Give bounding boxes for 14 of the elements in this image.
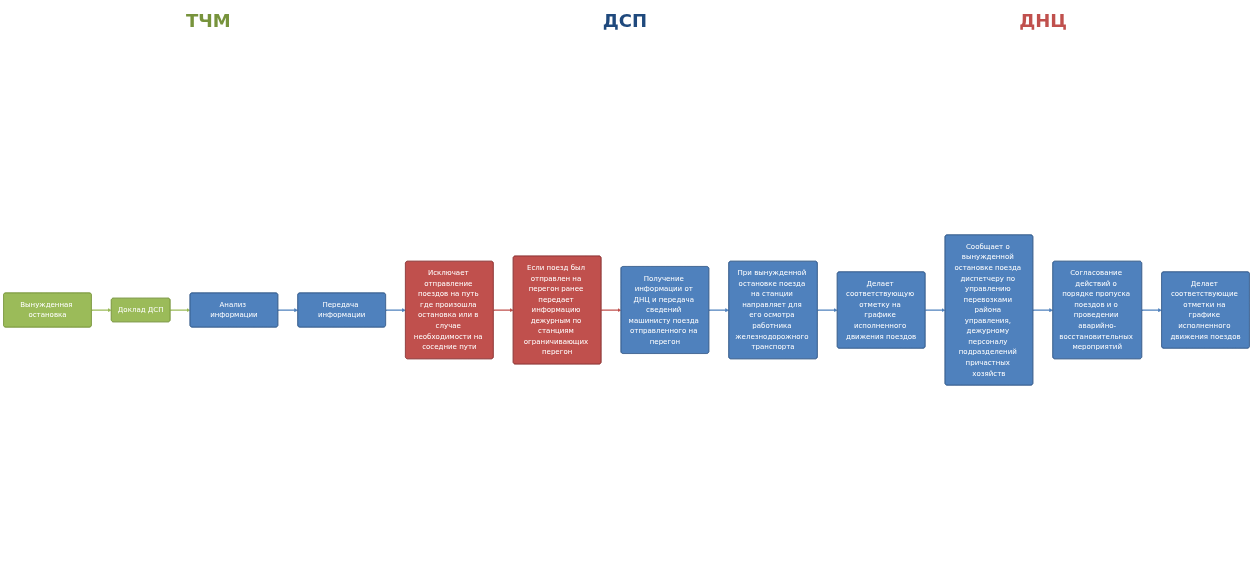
arrow [169,308,191,313]
arrow [385,308,406,313]
arrow [708,308,730,313]
arrow [600,308,622,313]
arrow [277,308,299,313]
arrow [816,308,838,313]
arrow [1032,308,1054,313]
column-heading: ДСП [602,9,648,31]
column-heading: ТЧМ [186,9,231,31]
column-heading: ДНЦ [1019,9,1067,31]
arrow [1141,308,1162,313]
arrow [91,308,112,313]
arrow [492,308,514,313]
arrow [924,308,946,313]
